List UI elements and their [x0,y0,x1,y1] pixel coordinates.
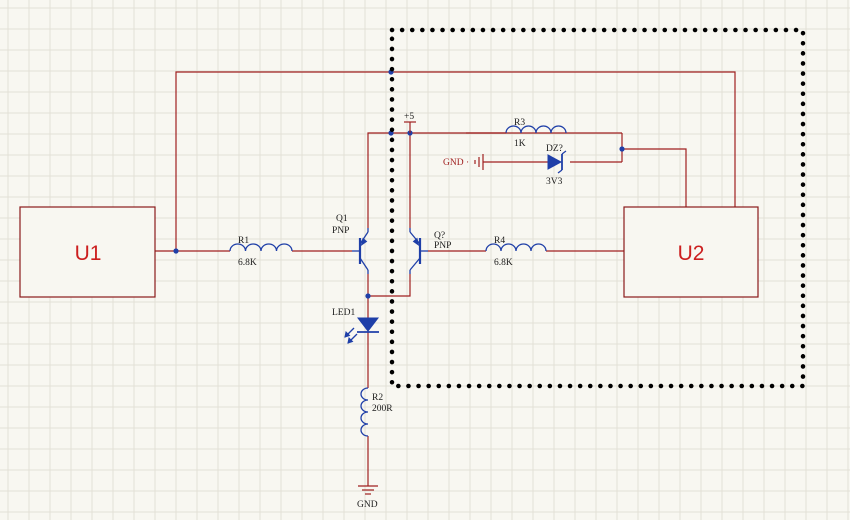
transistor-q2[interactable]: Q? PNP [409,228,451,274]
resistor-r2[interactable]: R2 200R [360,387,393,437]
led-led1[interactable]: LED1 [332,308,380,344]
gnd-left-label: GND [443,158,464,168]
wire-top-loop[interactable] [175,71,736,251]
block-u2-label: U2 [678,242,705,265]
r2-designator: R2 [372,393,383,403]
block-u2[interactable]: U2 [623,206,759,298]
block-u1-label: U1 [75,242,102,265]
gnd-bottom-label: GND [357,500,378,510]
resistor-r3[interactable]: R3 1K [466,118,567,149]
r4-designator: R4 [494,236,505,246]
junction-u1 [173,248,179,254]
r1-designator: R1 [238,236,249,246]
transistor-q1[interactable]: Q1 PNP [332,214,369,274]
dz-value: 3V3 [546,177,563,187]
vcc-label: +5 [404,112,414,122]
gnd-left-dot: · [466,158,469,168]
block-u1[interactable]: U1 [19,206,156,298]
junction-dz [619,146,625,152]
wires [155,71,736,486]
r2-value: 200R [372,404,393,414]
ground-port-bottom[interactable]: GND [357,485,378,510]
r1-value: 6.8K [238,258,257,268]
ground-port-left[interactable]: GND · [443,154,484,170]
dz-designator: DZ? [546,144,563,154]
resistor-r4[interactable]: R4 6.8K [485,236,547,268]
zener-dz[interactable]: DZ? 3V3 [546,144,567,187]
wire-vcc-rail[interactable] [367,132,622,228]
r3-designator: R3 [514,118,525,128]
r4-value: 6.8K [494,258,513,268]
junction-collector [365,293,371,299]
r3-value: 1K [514,139,526,149]
led1-designator: LED1 [332,308,355,318]
q2-designator: Q? [434,231,445,241]
resistor-r1[interactable]: R1 6.8K [229,236,293,268]
wire-node-u2[interactable] [622,148,687,207]
q2-type: PNP [434,241,451,251]
q1-designator: Q1 [336,214,348,224]
wire-collectors[interactable] [367,274,411,297]
q1-type: PNP [332,226,349,236]
power-port-vcc[interactable]: +5 [404,112,416,133]
